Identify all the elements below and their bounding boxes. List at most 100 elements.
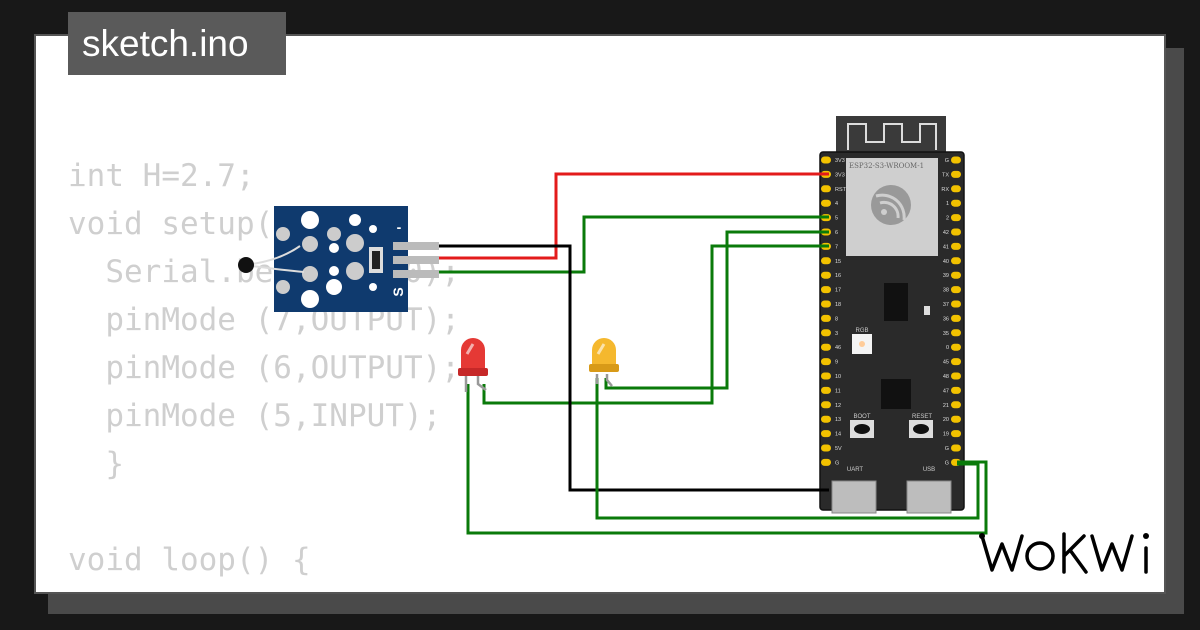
right-pin-label: 35 <box>943 331 949 337</box>
left-pin-pad[interactable] <box>821 314 831 322</box>
left-pin-pad[interactable] <box>821 257 831 265</box>
esp32-s3-board[interactable]: ESP32-S3-WROOM-1 RGB BOOT RESET UART USB… <box>819 116 965 514</box>
right-pin-pad[interactable] <box>951 300 961 308</box>
left-pin-pad[interactable] <box>821 343 831 351</box>
right-pin-pad[interactable] <box>951 214 961 222</box>
right-pin-pad[interactable] <box>951 358 961 366</box>
wire-led-yellow[interactable] <box>604 230 829 390</box>
led-smd <box>924 306 930 315</box>
left-pin-pad[interactable] <box>821 401 831 409</box>
right-pin-label: G <box>945 158 949 164</box>
right-pin-pad[interactable] <box>951 314 961 322</box>
wire-power[interactable] <box>408 172 829 260</box>
right-pin-label: 1 <box>946 201 949 207</box>
left-pin-pad[interactable] <box>821 329 831 337</box>
left-pin-pad[interactable] <box>821 156 831 164</box>
led-yellow-body <box>592 338 616 368</box>
right-pin-pad[interactable] <box>951 444 961 452</box>
right-pin-pad[interactable] <box>951 430 961 438</box>
left-pin-label: RST <box>835 187 847 193</box>
left-pin-label: 15 <box>835 259 841 265</box>
code-line: void loop() { <box>68 542 311 578</box>
rgb-label: RGB <box>855 328 868 334</box>
sensor-pin <box>393 256 439 264</box>
left-pin-pad[interactable] <box>821 358 831 366</box>
left-pin-pad[interactable] <box>821 271 831 279</box>
wires <box>408 172 988 535</box>
right-pin-pad[interactable] <box>951 343 961 351</box>
right-pin-pad[interactable] <box>951 257 961 265</box>
left-pin-pad[interactable] <box>821 199 831 207</box>
usb-port <box>906 480 952 514</box>
right-pin-pad[interactable] <box>951 386 961 394</box>
left-pin-label: 18 <box>835 302 841 308</box>
left-pin-label: 12 <box>835 403 841 409</box>
temperature-sensor-module[interactable]: - S <box>238 206 439 312</box>
sensor-pin <box>393 242 439 250</box>
wire-led-ground-red[interactable] <box>466 384 988 535</box>
led-red-body <box>461 338 485 372</box>
wire-led-red[interactable] <box>482 244 829 405</box>
sensor-pin <box>393 270 439 278</box>
uart-port <box>831 480 877 514</box>
right-pin-label: 36 <box>943 316 949 322</box>
right-pin-pad[interactable] <box>951 286 961 294</box>
led-yellow[interactable] <box>589 338 619 387</box>
left-pin-label: 3V3 <box>835 172 845 178</box>
right-pin-pad[interactable] <box>951 156 961 164</box>
sensor-board <box>274 206 408 312</box>
right-pin-label: G <box>945 460 949 466</box>
left-pin-pad[interactable] <box>821 185 831 193</box>
left-pin-label: 9 <box>835 360 838 366</box>
led-red[interactable] <box>458 338 488 392</box>
wire-led-ground-yellow[interactable] <box>595 378 980 520</box>
left-pin-label: 6 <box>835 230 838 236</box>
right-pin-label: 40 <box>943 259 949 265</box>
left-pin-pad[interactable] <box>821 415 831 423</box>
reset-label: RESET <box>912 414 932 420</box>
left-pin-pad[interactable] <box>821 372 831 380</box>
left-pin-pad[interactable] <box>821 300 831 308</box>
sensor-pin-label-minus: - <box>397 219 402 235</box>
left-pin-label: 10 <box>835 374 841 380</box>
right-pin-pad[interactable] <box>951 242 961 250</box>
wire-signal[interactable] <box>408 215 829 274</box>
left-pin-label: 11 <box>835 388 841 394</box>
left-pin-label: 8 <box>835 316 838 322</box>
right-pin-pad[interactable] <box>951 329 961 337</box>
right-pin-pad[interactable] <box>951 401 961 409</box>
right-pin-label: 2 <box>946 216 949 222</box>
left-pin-pad[interactable] <box>821 430 831 438</box>
right-pin-pad[interactable] <box>951 170 961 178</box>
right-pin-label: 42 <box>943 230 949 236</box>
left-pin-pad[interactable] <box>821 458 831 466</box>
left-pin-pad[interactable] <box>821 386 831 394</box>
thermistor-leads <box>251 245 305 273</box>
sensor-pin-label-s: S <box>390 287 406 296</box>
right-pin-pad[interactable] <box>951 415 961 423</box>
antenna-area <box>836 116 946 156</box>
right-pin-label: 0 <box>946 345 949 351</box>
left-pin-label: 4 <box>835 201 838 207</box>
usb-chip <box>881 379 911 409</box>
right-pin-pad[interactable] <box>951 228 961 236</box>
right-pin-label: 45 <box>943 360 949 366</box>
code-line: int H=2.7; <box>68 158 255 194</box>
left-pin-label: 16 <box>835 273 841 279</box>
right-pin-label: 48 <box>943 374 949 380</box>
left-pin-pad[interactable] <box>821 444 831 452</box>
left-pin-pad[interactable] <box>821 286 831 294</box>
right-pin-label: 39 <box>943 273 949 279</box>
right-pin-pad[interactable] <box>951 185 961 193</box>
left-pin-label: 5 <box>835 216 838 222</box>
right-pin-pad[interactable] <box>951 372 961 380</box>
usb-label: USB <box>923 467 935 473</box>
right-pin-label: 19 <box>943 432 949 438</box>
right-pin-pad[interactable] <box>951 199 961 207</box>
right-pin-label: 21 <box>943 403 949 409</box>
wire-ground[interactable] <box>408 244 829 492</box>
left-pin-label: 3V3 <box>835 158 845 164</box>
right-pin-pad[interactable] <box>951 271 961 279</box>
right-pin-label: 38 <box>943 288 949 294</box>
